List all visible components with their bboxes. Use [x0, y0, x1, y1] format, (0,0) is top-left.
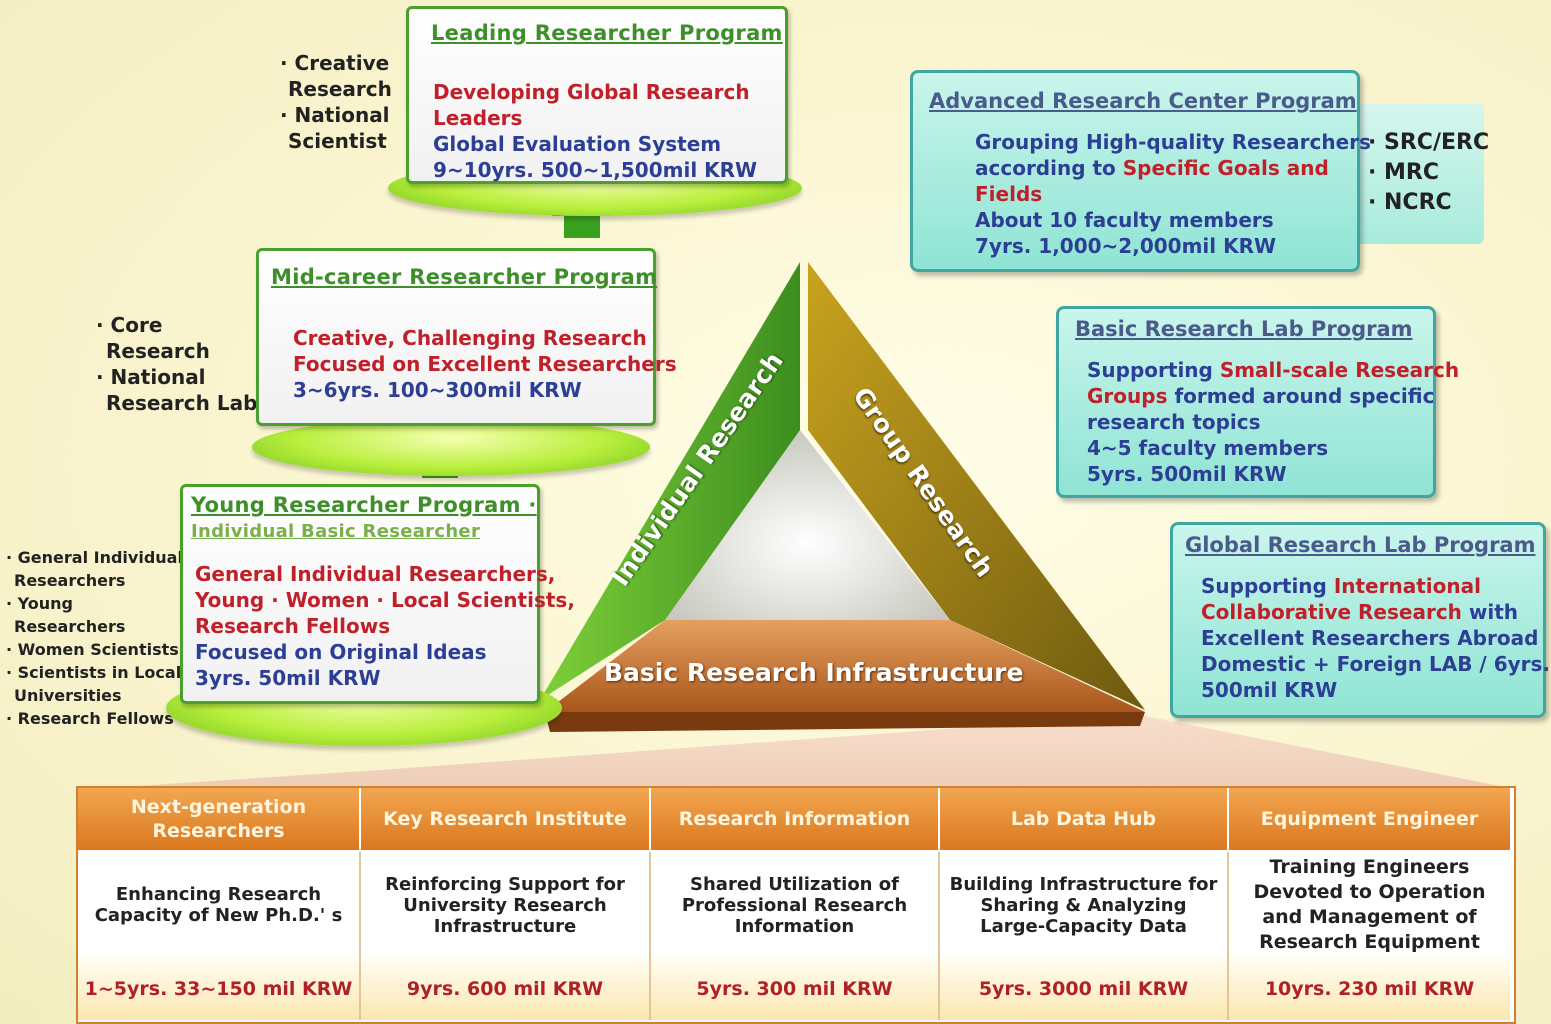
young-line: Research Fellows: [195, 614, 391, 638]
globallab-line: Domestic + Foreign LAB / 6yrs.: [1201, 652, 1551, 676]
table-cell-description: Enhancing Research Capacity of New Ph.D.…: [78, 852, 361, 958]
advanced-side-box: [1344, 104, 1484, 244]
young-subtitle: Individual Basic Researcher: [191, 521, 481, 542]
midcareer-line: 3~6yrs. 100~300mil KRW: [293, 378, 582, 402]
advanced-title: Advanced Research Center Program: [929, 89, 1357, 113]
advanced-research-center-card: Advanced Research Center Program Groupin…: [910, 70, 1371, 272]
midcareer-line: Focused on Excellent Researchers: [293, 352, 677, 376]
table-header: Key Research Institute: [361, 788, 651, 850]
table-cell-cost: 5yrs. 3000 mil KRW: [940, 958, 1229, 1020]
midcareer-plate: [252, 418, 650, 476]
young-line: General Individual Researchers,: [195, 562, 556, 586]
table-cell-description: Reinforcing Support for University Resea…: [361, 852, 651, 958]
table-header: Lab Data Hub: [940, 788, 1229, 850]
midcareer-side-note: · Core Research · National Research Lab: [96, 313, 258, 415]
young-line: Young · Women · Local Scientists,: [195, 588, 575, 612]
basiclab-line: research topics: [1087, 410, 1261, 434]
basic-research-infrastructure-label: Basic Research Infrastructure: [604, 658, 1024, 687]
young-title: Young Researcher Program ·: [191, 493, 537, 517]
table-header: Next-generation Researchers: [78, 788, 361, 850]
advanced-line: Grouping High-quality Researchers: [975, 130, 1371, 154]
basic-research-lab-card: Basic Research Lab Program Supporting Sm…: [1056, 306, 1459, 498]
table-cell-cost: 9yrs. 600 mil KRW: [361, 958, 651, 1020]
table-cell-description: Building Infrastructure for Sharing & An…: [940, 852, 1229, 958]
advanced-line: About 10 faculty members: [975, 208, 1274, 232]
global-research-lab-card: Global Research Lab Program Supporting I…: [1170, 522, 1550, 718]
leading-line: Developing Global Research: [433, 80, 750, 104]
basiclab-line: Supporting Small-scale Research: [1087, 358, 1460, 382]
infrastructure-base: [545, 620, 1145, 712]
midcareer-researcher-card: Mid-career Researcher Program Creative, …: [256, 248, 677, 426]
basiclab-line: 4~5 faculty members: [1087, 436, 1329, 460]
basiclab-title: Basic Research Lab Program: [1075, 317, 1413, 341]
advanced-line: 7yrs. 1,000~2,000mil KRW: [975, 234, 1277, 258]
basiclab-line: Groups formed around specific: [1087, 384, 1435, 408]
individual-research-face: [540, 262, 800, 700]
young-researcher-card: Young Researcher Program · Individual Ba…: [180, 484, 575, 704]
globallab-line: Excellent Researchers Abroad: [1201, 626, 1539, 650]
table-cell-cost: 10yrs. 230 mil KRW: [1229, 958, 1510, 1020]
table-cell-cost: 1~5yrs. 33~150 mil KRW: [78, 958, 361, 1020]
table-cell-description: Training Engineers Devoted to Operation …: [1253, 856, 1486, 953]
midcareer-title: Mid-career Researcher Program: [271, 265, 658, 289]
globallab-title: Global Research Lab Program: [1185, 533, 1536, 557]
group-research-face: [808, 262, 1145, 710]
leading-line: Global Evaluation System: [433, 132, 722, 156]
leading-line: Leaders: [433, 106, 523, 130]
advanced-line: according to Specific Goals and: [975, 156, 1329, 180]
advanced-line: Fields: [975, 182, 1043, 206]
young-line: 3yrs. 50mil KRW: [195, 666, 381, 690]
young-line: Focused on Original Ideas: [195, 640, 487, 664]
leading-side-note: · Creative Research · National Scientist: [280, 51, 392, 153]
leading-line: 9~10yrs. 500~1,500mil KRW: [433, 158, 758, 182]
globallab-line: Supporting International: [1201, 574, 1481, 598]
globallab-line: 500mil KRW: [1201, 678, 1338, 702]
infrastructure-table: Next-generation Researchers Key Research…: [76, 786, 1516, 1024]
leading-title: Leading Researcher Program: [431, 21, 783, 45]
young-side-note: · General Individual Researchers · Young…: [6, 548, 183, 728]
basiclab-line: 5yrs. 500mil KRW: [1087, 462, 1287, 486]
table-header: Research Information: [651, 788, 940, 850]
table-cell-cost: 5yrs. 300 mil KRW: [651, 958, 940, 1020]
advanced-side-note: · SRC/ERC · MRC · NCRC: [1368, 130, 1490, 215]
globallab-line: Collaborative Research with: [1201, 600, 1519, 624]
table-cell-description: Shared Utilization of Professional Resea…: [651, 852, 940, 958]
table-header: Equipment Engineer: [1229, 788, 1510, 850]
midcareer-line: Creative, Challenging Research: [293, 326, 647, 350]
leading-researcher-card: Leading Researcher Program Developing Gl…: [406, 6, 788, 184]
